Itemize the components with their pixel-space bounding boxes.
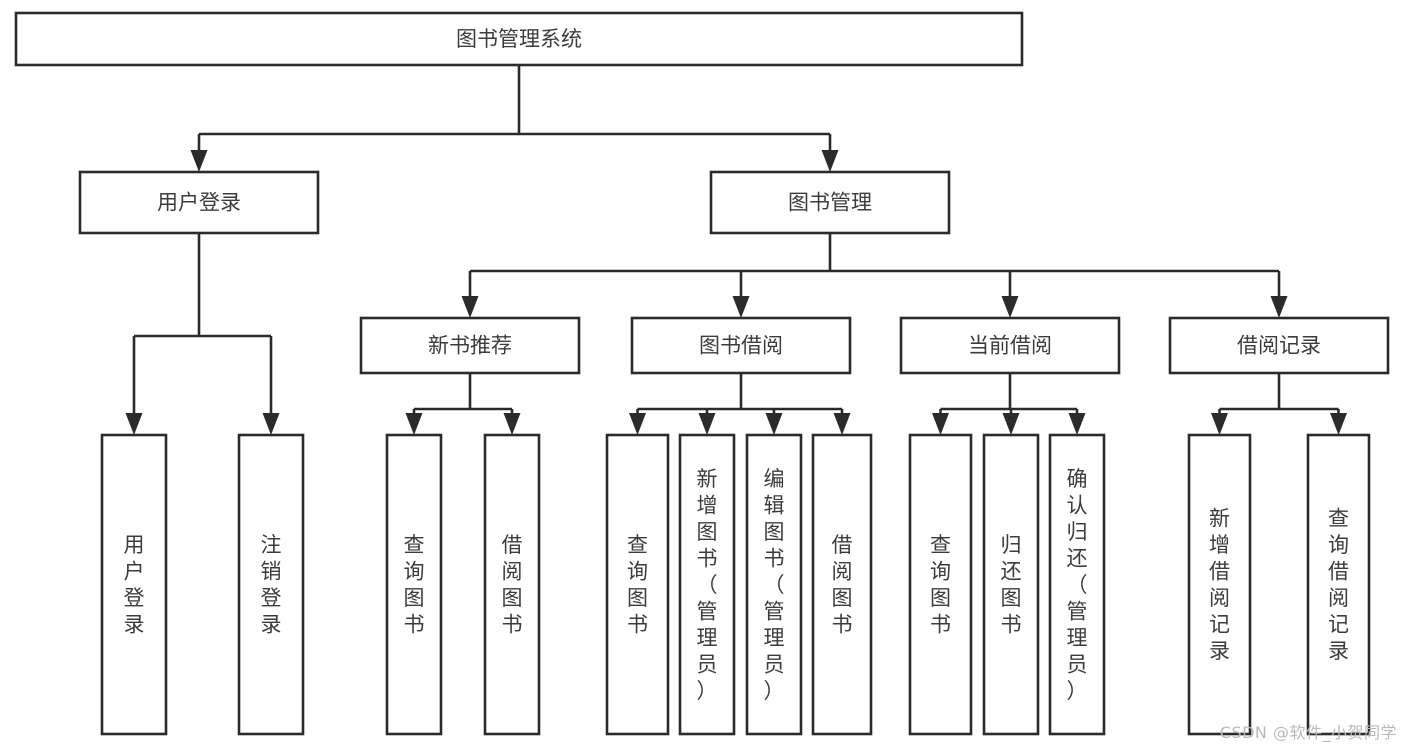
arrow-head-icon xyxy=(765,413,783,435)
node-leaf-9-label: 归还图书 xyxy=(1001,533,1022,637)
node-leaf-1-label: 注销登录 xyxy=(261,533,282,637)
node-leaf-5[interactable]: 新增图书（管理员） xyxy=(678,433,736,736)
node-level2-0-label: 用户登录 xyxy=(157,191,241,215)
node-leaf-7-label: 借阅图书 xyxy=(832,533,853,637)
node-level3-2[interactable]: 当前借阅 xyxy=(899,316,1121,375)
node-leaf-4-label: 查询图书 xyxy=(627,533,648,637)
node-level3-1[interactable]: 图书借阅 xyxy=(630,316,852,375)
node-leaf-9-rect xyxy=(982,433,1040,736)
node-root[interactable]: 图书管理系统 xyxy=(14,11,1024,67)
arrow-head-icon xyxy=(1002,413,1020,435)
arrow-head-icon xyxy=(932,413,949,435)
node-leaf-2[interactable]: 查询图书 xyxy=(385,433,443,736)
node-leaf-10-label: 确认归还（管理员） xyxy=(1067,467,1088,703)
node-level2-1-rect xyxy=(709,170,951,235)
node-leaf-7[interactable]: 借阅图书 xyxy=(811,433,873,736)
arrow-head-icon xyxy=(698,413,716,435)
arrow-head-icon xyxy=(833,413,851,435)
node-level3-0-rect xyxy=(359,316,581,375)
node-level3-3[interactable]: 借阅记录 xyxy=(1168,316,1390,375)
node-level3-1-rect xyxy=(630,316,852,375)
node-leaf-11-label: 新增借阅记录 xyxy=(1209,507,1230,664)
node-leaf-12-rect xyxy=(1306,433,1371,736)
arrow-head-icon xyxy=(262,413,280,435)
arrow-head-icon xyxy=(1270,296,1288,318)
node-leaf-0-rect xyxy=(100,433,168,736)
node-leaf-8-label: 查询图书 xyxy=(930,533,951,637)
node-leaf-6-label: 编辑图书（管理员） xyxy=(764,467,785,703)
node-leaf-3[interactable]: 借阅图书 xyxy=(483,433,541,736)
node-level3-2-label: 当前借阅 xyxy=(968,334,1052,358)
node-level3-3-rect xyxy=(1168,316,1390,375)
arrow-head-icon xyxy=(629,413,646,435)
node-level2-1[interactable]: 图书管理 xyxy=(709,170,951,235)
node-leaf-3-rect xyxy=(483,433,541,736)
node-leaf-7-rect xyxy=(811,433,873,736)
arrow-head-icon xyxy=(1068,413,1086,435)
arrow-head-icon xyxy=(190,150,208,172)
node-layer: 图书管理系统用户登录图书管理新书推荐图书借阅当前借阅借阅记录用户登录注销登录查询… xyxy=(14,11,1390,736)
node-leaf-10[interactable]: 确认归还（管理员） xyxy=(1048,433,1106,736)
node-level3-2-rect xyxy=(899,316,1121,375)
node-leaf-3-label: 借阅图书 xyxy=(502,533,523,637)
node-root-label: 图书管理系统 xyxy=(456,27,582,51)
node-leaf-6[interactable]: 编辑图书（管理员） xyxy=(745,433,803,736)
node-level3-0[interactable]: 新书推荐 xyxy=(359,316,581,375)
arrow-head-icon xyxy=(821,150,839,172)
node-leaf-11[interactable]: 新增借阅记录 xyxy=(1187,433,1252,736)
arrow-head-icon xyxy=(503,413,521,435)
connector-layer xyxy=(125,65,1347,435)
node-leaf-4[interactable]: 查询图书 xyxy=(605,433,670,736)
node-leaf-9[interactable]: 归还图书 xyxy=(982,433,1040,736)
node-level2-0-rect xyxy=(78,170,320,235)
node-leaf-10-rect xyxy=(1048,433,1106,736)
node-leaf-12-label: 查询借阅记录 xyxy=(1328,507,1349,664)
node-level3-3-label: 借阅记录 xyxy=(1237,334,1321,358)
node-leaf-1[interactable]: 注销登录 xyxy=(237,433,305,736)
node-leaf-1-rect xyxy=(237,433,305,736)
node-leaf-2-rect xyxy=(385,433,443,736)
arrow-head-icon xyxy=(1211,413,1228,435)
node-level2-0[interactable]: 用户登录 xyxy=(78,170,320,235)
arrow-head-icon xyxy=(732,296,750,318)
arrow-head-icon xyxy=(461,296,479,318)
arrow-head-icon xyxy=(1330,413,1347,435)
node-leaf-5-rect xyxy=(678,433,736,736)
node-leaf-12[interactable]: 查询借阅记录 xyxy=(1306,433,1371,736)
node-leaf-11-rect xyxy=(1187,433,1252,736)
csdn-watermark: CSDN @软件_小贺同学 xyxy=(1219,723,1397,742)
node-leaf-8-rect xyxy=(908,433,973,736)
node-level2-1-label: 图书管理 xyxy=(788,191,872,215)
arrow-head-icon xyxy=(405,413,423,435)
node-leaf-8[interactable]: 查询图书 xyxy=(908,433,973,736)
node-leaf-2-label: 查询图书 xyxy=(404,533,425,637)
node-leaf-4-rect xyxy=(605,433,670,736)
node-level3-0-label: 新书推荐 xyxy=(428,334,512,358)
node-leaf-0[interactable]: 用户登录 xyxy=(100,433,168,736)
node-root-rect xyxy=(14,11,1024,67)
arrow-head-icon xyxy=(125,413,143,435)
node-leaf-6-rect xyxy=(745,433,803,736)
node-leaf-0-label: 用户登录 xyxy=(124,533,145,637)
node-leaf-5-label: 新增图书（管理员） xyxy=(697,467,718,703)
arrow-head-icon xyxy=(1001,296,1019,318)
node-level3-1-label: 图书借阅 xyxy=(699,334,783,358)
